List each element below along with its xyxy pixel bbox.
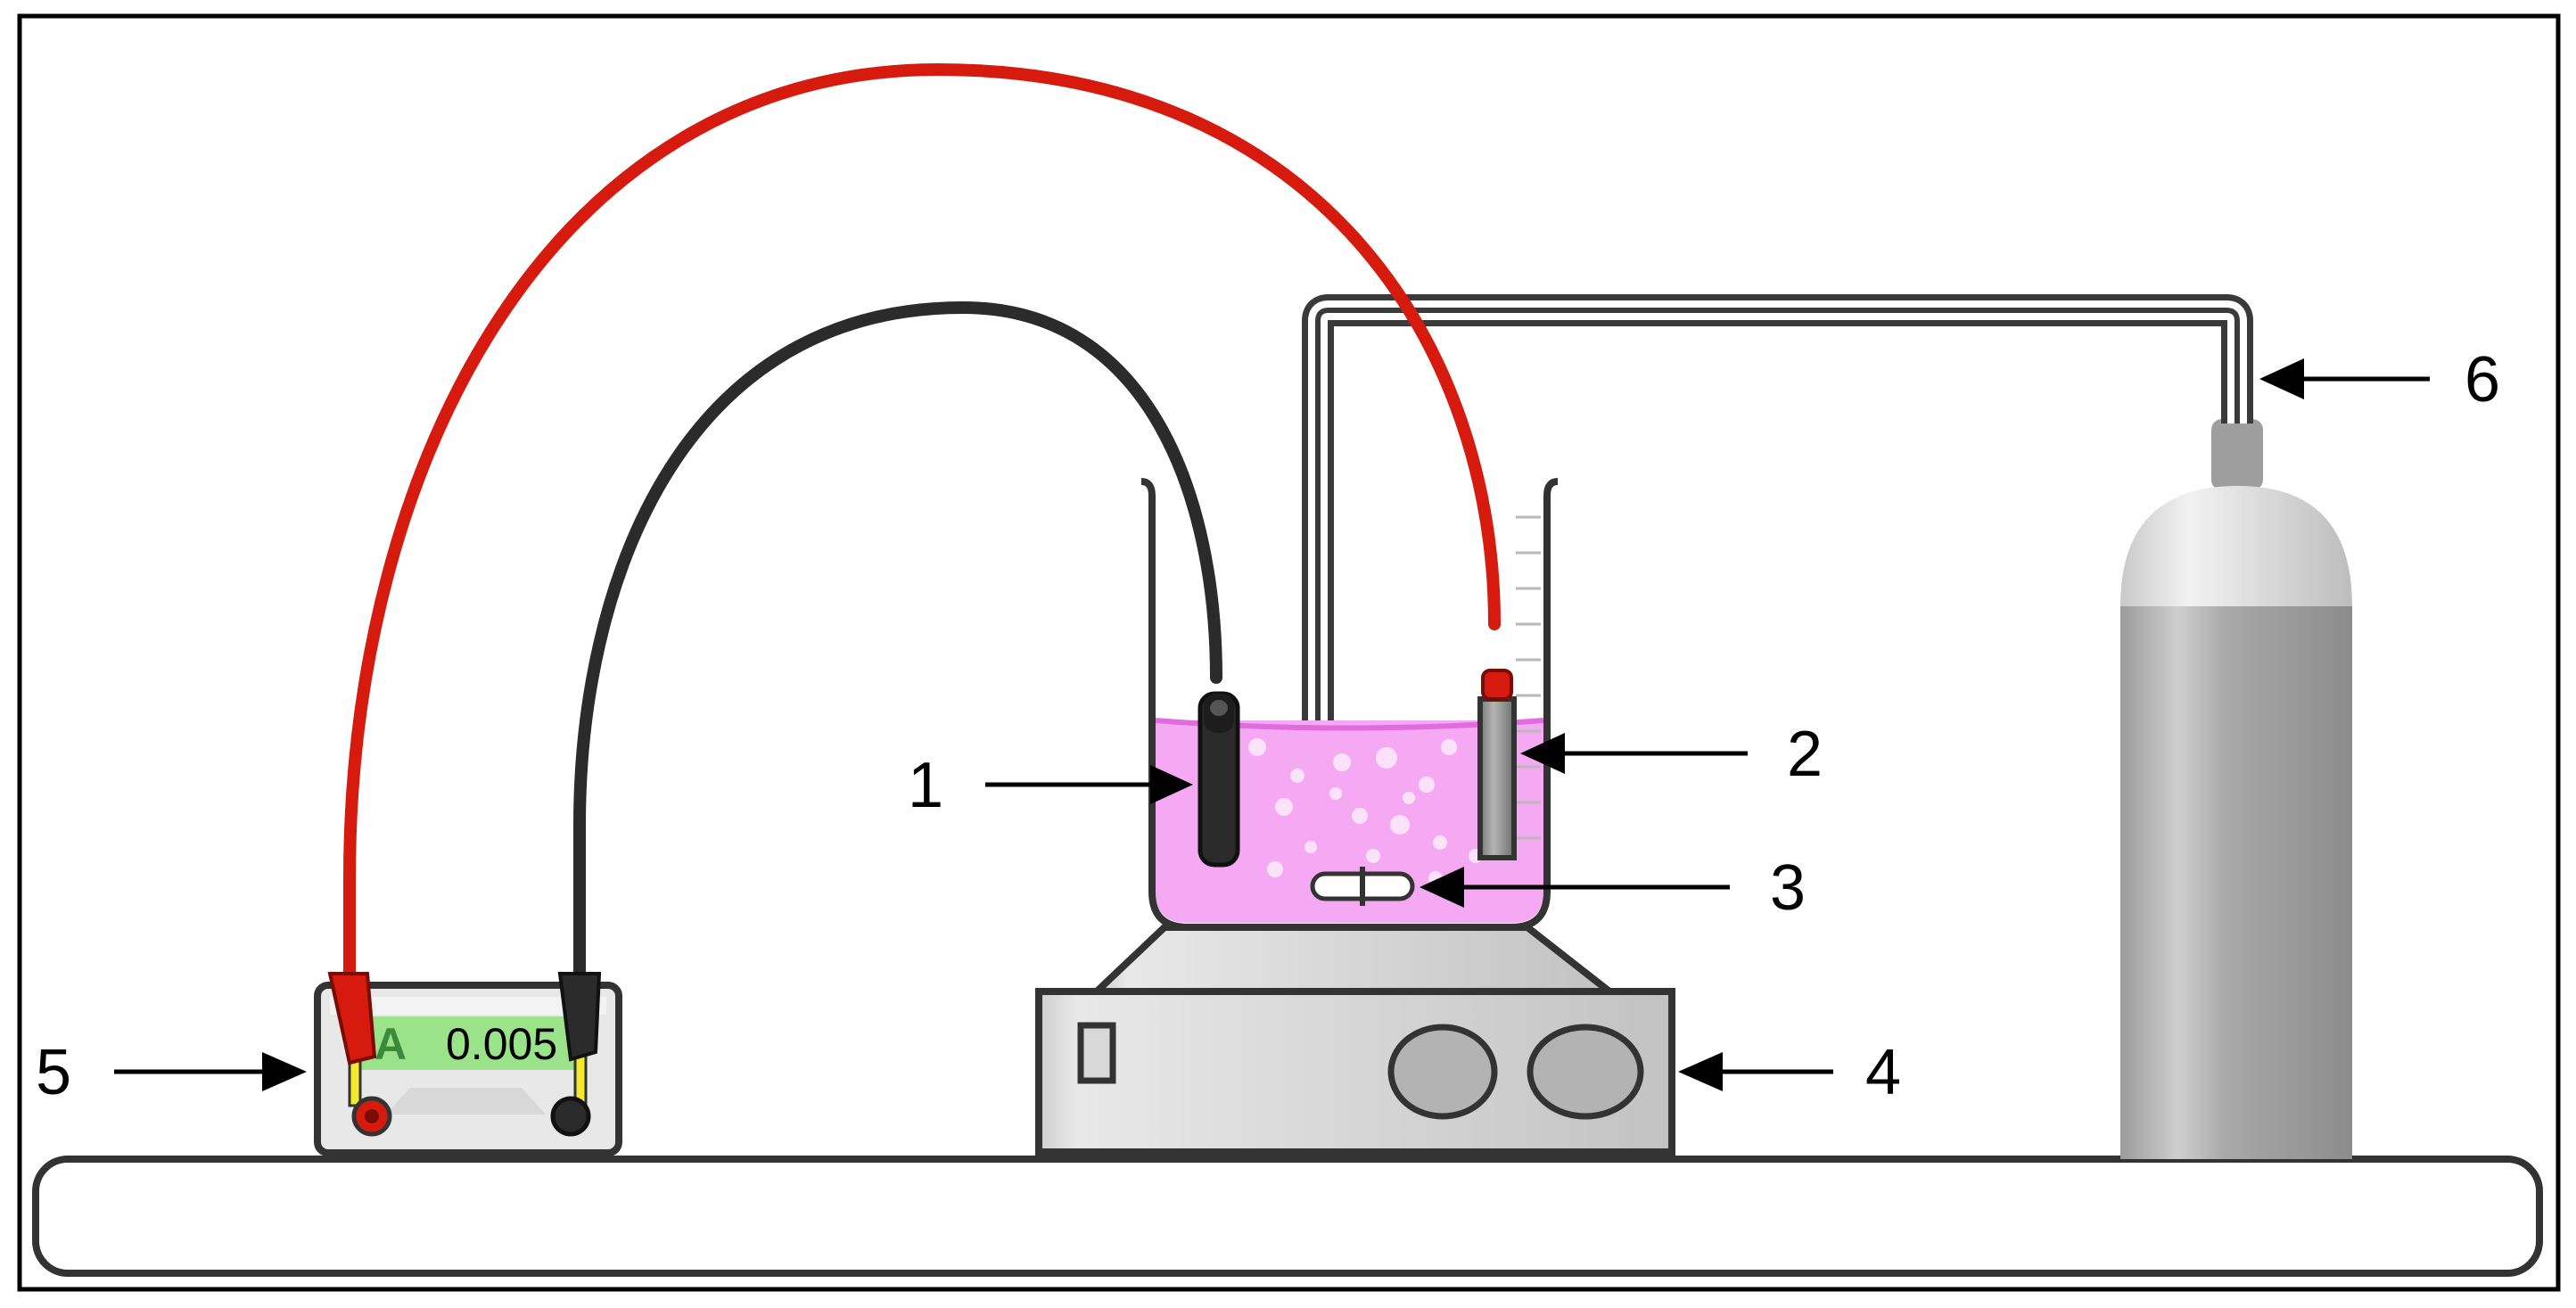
magnetic-stirrer (1035, 924, 1675, 1156)
meter-reading: 0.005 (446, 1019, 557, 1069)
meter-unit: A (374, 1019, 407, 1069)
red-clip (1481, 669, 1513, 701)
gas-bubbles (1223, 738, 1483, 885)
label-5: 5 (36, 1037, 71, 1108)
gas-tube (1302, 294, 2253, 776)
arrow-3 (1420, 867, 1730, 908)
label-3: 3 (1770, 852, 1806, 924)
label-6: 6 (2465, 344, 2500, 415)
lab-bench (32, 1156, 2543, 1277)
red-wire (343, 62, 1501, 985)
gas-cylinder (2120, 419, 2352, 1159)
arrow-2 (1520, 733, 1748, 774)
label-4: 4 (1865, 1037, 1901, 1108)
stirrer-knob-left (1387, 1024, 1498, 1120)
stirrer-knob-right (1527, 1024, 1644, 1120)
black-plug (557, 972, 602, 1062)
black-terminal (550, 1096, 591, 1137)
arrow-1 (985, 765, 1193, 804)
red-plug (327, 972, 377, 1065)
black-wire (573, 300, 1222, 985)
arrow-5 (114, 1052, 307, 1091)
arrow-4 (1678, 1052, 1833, 1091)
label-2: 2 (1787, 719, 1823, 790)
beaker (1140, 478, 1559, 931)
beaker-graduations (1516, 515, 1541, 840)
ammeter: A 0.005 (314, 972, 622, 1156)
label-1: 1 (908, 750, 943, 821)
meter-display (357, 1016, 584, 1070)
arrow-6 (2259, 358, 2430, 399)
stir-bar (1310, 867, 1415, 906)
stirrer-switch (1077, 1022, 1116, 1084)
grey-electrode (1477, 669, 1517, 860)
black-electrode (1197, 691, 1240, 868)
